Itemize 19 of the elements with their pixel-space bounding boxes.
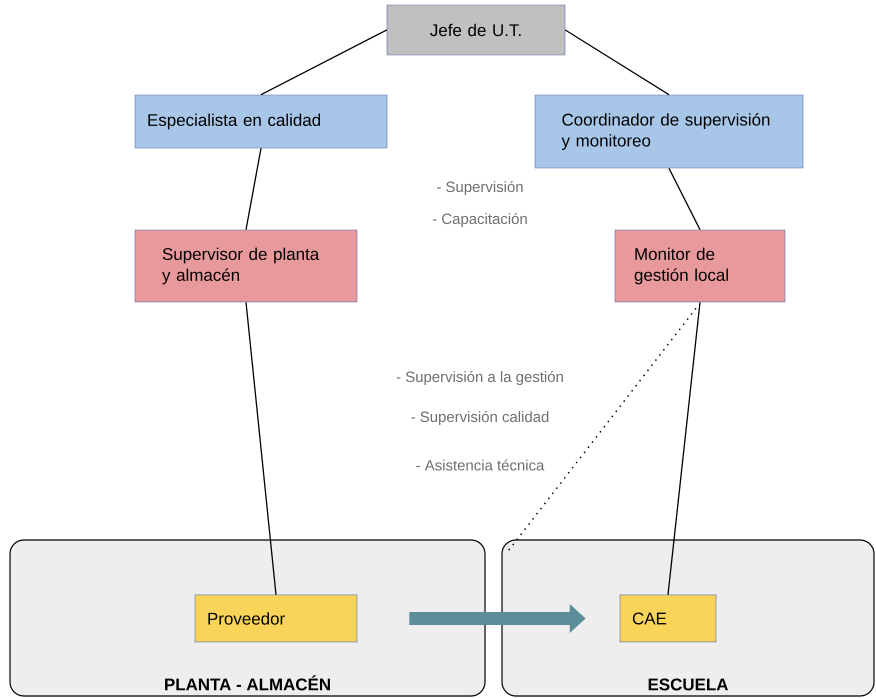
role-box: Coordinador de supervisión y monitoreo <box>534 94 804 168</box>
connector-line <box>245 302 277 595</box>
connector-line <box>564 29 670 96</box>
connector-line <box>667 302 701 595</box>
entity-box: Proveedor <box>194 594 358 642</box>
note-text: - Supervisión calidad <box>411 410 548 426</box>
role-box: Monitor de gestión local <box>614 230 786 302</box>
entity-box: CAE <box>620 594 716 642</box>
note-text: - Supervisión a la gestión <box>396 370 563 386</box>
role-box: Jefe de U.T. <box>386 4 566 56</box>
connector-line <box>668 168 701 230</box>
role-box: Supervisor de planta y almacén <box>134 230 358 302</box>
dotted-connector <box>506 308 697 552</box>
connector-line <box>245 148 262 230</box>
note-text: - Supervisión <box>437 180 523 196</box>
connector-line <box>260 29 387 96</box>
note-text: - Capacitación <box>432 212 527 228</box>
role-box: Especialista en calidad <box>134 94 388 148</box>
note-text: - Asistencia técnica <box>416 459 544 471</box>
